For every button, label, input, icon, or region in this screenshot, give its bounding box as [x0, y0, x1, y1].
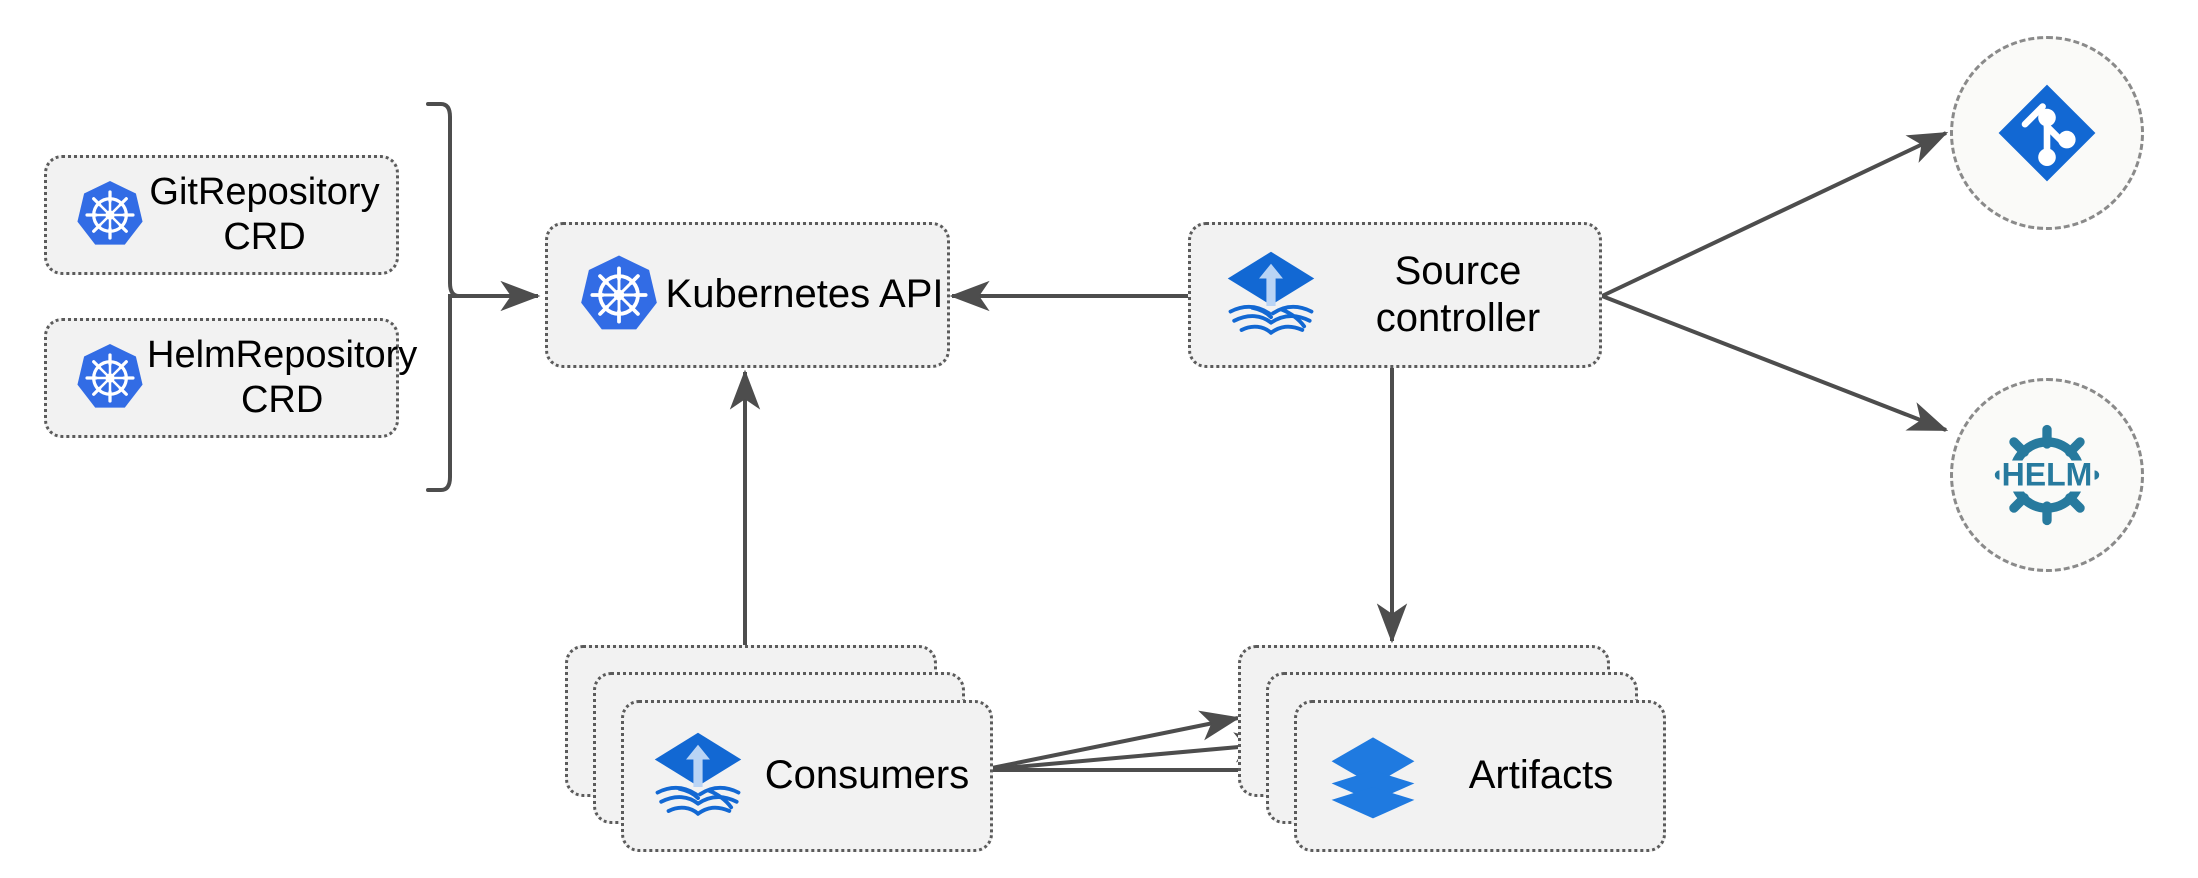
node-label: Artifacts — [1468, 753, 1614, 798]
node-gitrepository-crd[interactable]: GitRepository CRD — [44, 155, 399, 275]
helm-wordmark: HELM — [2002, 456, 2093, 492]
edge-consumers-to-artifacts-1 — [981, 710, 1241, 772]
flux-icon — [1225, 249, 1317, 341]
crd-group-bracket — [426, 102, 460, 492]
node-kubernetes-api[interactable]: Kubernetes API — [545, 222, 950, 368]
node-helmrepository-crd[interactable]: HelmRepository CRD — [44, 318, 417, 438]
edge-consumers-to-artifacts-2 — [981, 732, 1275, 772]
helm-icon: HELM — [1985, 413, 2109, 537]
kubernetes-icon — [73, 178, 147, 252]
node-label: Consumers — [764, 753, 970, 798]
node-consumers[interactable]: Consumers — [621, 700, 993, 852]
kubernetes-icon — [73, 341, 147, 415]
node-label: Kubernetes API — [665, 272, 944, 317]
layers-icon — [1327, 730, 1419, 822]
node-source-controller[interactable]: Source controller — [1188, 222, 1602, 368]
flux-icon — [652, 730, 744, 822]
endpoint-helm[interactable]: HELM — [1950, 378, 2144, 572]
kubernetes-icon — [576, 252, 662, 338]
node-label: Source controller — [1375, 248, 1541, 340]
edge-source-controller-to-git — [1601, 131, 1949, 298]
node-label: HelmRepository CRD — [147, 334, 418, 421]
edge-source-controller-to-helm — [1601, 294, 1949, 432]
endpoint-git[interactable] — [1950, 36, 2144, 230]
node-artifacts[interactable]: Artifacts — [1294, 700, 1666, 852]
node-label: GitRepository CRD — [149, 171, 380, 258]
git-icon — [1992, 78, 2102, 188]
